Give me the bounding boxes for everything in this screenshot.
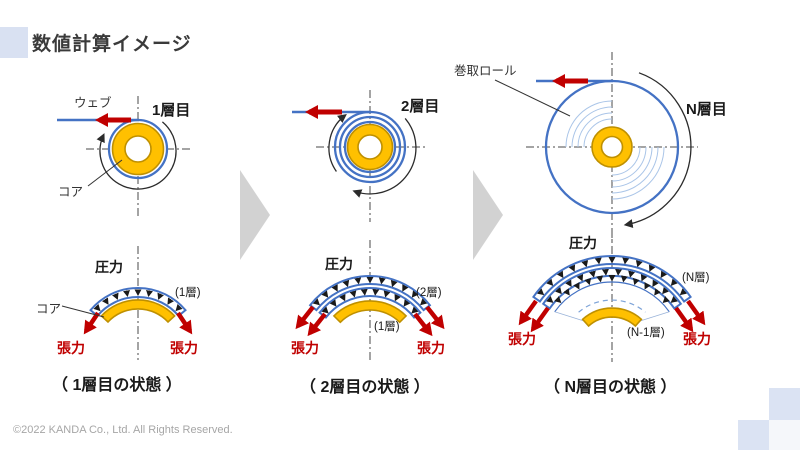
web-layer-ring-0 <box>343 120 397 174</box>
rotation-arrow <box>623 72 692 228</box>
wedge-edge-left <box>554 311 585 322</box>
core-pointer-line <box>61 305 105 318</box>
tension-arrow-right-2 <box>413 312 433 337</box>
caption-stateN: （ N層目の状態 ） <box>544 379 677 396</box>
tension-arrow-right-2 <box>674 306 694 333</box>
roll-diagram-layerN <box>494 52 698 242</box>
pressure-label-N: 圧力 <box>569 235 597 251</box>
winding-roll-label: 巻取ロール <box>454 64 517 78</box>
core-label-panel1: コア <box>58 185 84 199</box>
rotation-arrow <box>96 121 177 190</box>
flow-arrow-icon-2 <box>473 170 503 260</box>
tension-arrow-left-2 <box>530 306 550 333</box>
layer-note-2-outer: (2層) <box>416 287 442 299</box>
deco-square-bottom-right-1 <box>769 388 800 420</box>
pressure-arrows <box>93 289 183 312</box>
tension-arrow-left <box>83 311 100 335</box>
state-diagram-layer1 <box>61 246 193 360</box>
rotation-arrow-outer <box>352 117 417 198</box>
pressure-arrows-row3 <box>554 275 670 303</box>
deco-square-top-left <box>0 27 28 58</box>
tension-arrow-right-1 <box>686 299 706 326</box>
tension-arrow-left-2 <box>307 312 327 337</box>
caption-state1: （ 1層目の状態 ） <box>52 377 182 394</box>
wedge-edge-right <box>639 311 670 322</box>
core-arc <box>100 299 176 324</box>
wound-layer-spirals <box>565 100 665 200</box>
pressure-arrows-row2 <box>546 268 678 303</box>
rotation-arrow-inner <box>328 113 347 172</box>
core-arc <box>581 307 643 328</box>
tension-arrow-right <box>176 311 193 335</box>
layer-note-N-inner: (N-1層) <box>627 327 665 339</box>
state-diagram-layer2 <box>295 240 445 360</box>
tension-arrow-left-1 <box>518 299 538 326</box>
roll-pointer-line <box>494 79 571 117</box>
layer-note-2-inner: (1層) <box>374 321 400 333</box>
flow-arrow-icon-1 <box>240 170 270 260</box>
core-hole <box>357 134 383 160</box>
state-diagram-layerN <box>518 230 706 362</box>
deco-square-bottom-right-3 <box>769 420 800 450</box>
web-label: ウェブ <box>74 96 112 110</box>
roll-diagram-layer2 <box>292 90 426 222</box>
tension-arrow-left-1 <box>295 305 315 330</box>
tension-label-right-2: 張力 <box>417 340 445 356</box>
core-label-state1: コア <box>36 302 62 316</box>
core-pointer-line <box>87 159 123 187</box>
pressure-arrows-inner <box>321 288 419 314</box>
inner-layer-arc <box>554 281 670 313</box>
page-title: 数値計算イメージ <box>32 34 192 55</box>
core-arc <box>332 300 408 324</box>
copyright-text: ©2022 KANDA Co., Ltd. All Rights Reserve… <box>13 424 233 436</box>
tension-label-left-2: 張力 <box>291 340 319 356</box>
tension-label-left-N: 張力 <box>508 331 536 347</box>
hidden-layers-arc <box>578 299 646 313</box>
tension-label-right-N: 張力 <box>683 331 711 347</box>
pressure-label-1: 圧力 <box>95 259 123 275</box>
tension-arrow-right-1 <box>425 305 445 330</box>
tension-label-left-1: 張力 <box>57 340 85 356</box>
caption-state2: （ 2層目の状態 ） <box>300 379 430 396</box>
layer-note-1: (1層) <box>175 287 201 299</box>
pressure-arrows-outer <box>312 277 428 306</box>
layer1-label: 1層目 <box>152 102 191 119</box>
roll-diagram-layer1 <box>57 96 190 218</box>
layer2-label: 2層目 <box>401 98 440 115</box>
layer-note-N-outer: (N層) <box>682 272 710 284</box>
web-layer-ring-1 <box>338 115 402 179</box>
tension-label-right-1: 張力 <box>170 340 198 356</box>
pressure-label-2: 圧力 <box>325 256 353 272</box>
deco-square-bottom-right-2 <box>738 420 769 450</box>
layerN-label: N層目 <box>686 101 727 118</box>
core-hole <box>124 135 152 163</box>
pressure-arrows-row1 <box>536 257 688 296</box>
core-hole <box>600 135 624 159</box>
